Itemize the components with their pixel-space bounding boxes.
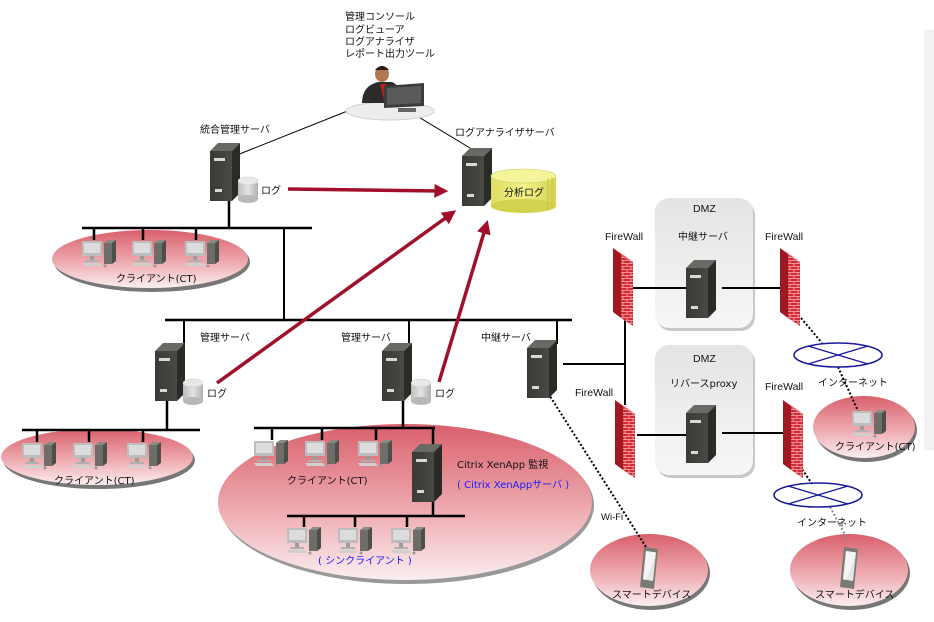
firewall-icon: [613, 248, 633, 326]
server-icon: [155, 343, 185, 401]
thin-client-icon: [338, 527, 372, 555]
firewall-1[interactable]: FireWall: [605, 231, 643, 326]
integrated-server-log-label: ログ: [261, 184, 281, 197]
integrated-management-server[interactable]: 統合管理サーバ ログ: [200, 123, 281, 204]
firewall-2-label: FireWall: [765, 231, 803, 243]
thin-client-icon: [287, 527, 321, 555]
citrix-server-sublabel: ( Citrix XenAppサーバ ): [457, 479, 569, 491]
mgmt-server-2-log-label: ログ: [435, 387, 455, 400]
relay-server-internal[interactable]: 中継サーバ: [481, 331, 557, 398]
log-database-icon: [237, 176, 259, 204]
internet-top-label: インターネット: [818, 377, 888, 389]
firewall-2[interactable]: FireWall: [765, 231, 803, 326]
wifi-label: Wi-Fi: [601, 512, 623, 523]
dmz-bottom-server-label: リバースproxy: [670, 378, 737, 390]
dmz-top-server-label: 中継サーバ: [678, 230, 728, 243]
client-pc-icon: [185, 240, 219, 268]
mgmt-server-1-label: 管理サーバ: [200, 331, 250, 344]
internet-bottom-label: インターネット: [797, 517, 867, 529]
analyzer-server-label: ログアナライザサーバ: [455, 126, 555, 139]
management-server-1[interactable]: 管理サーバ ログ: [155, 331, 250, 406]
dmz-bottom-label: DMZ: [693, 353, 716, 365]
internet-cloud-icon: [793, 342, 883, 368]
admin-console-line-1: 管理コンソール: [345, 10, 415, 23]
client-pc-icon: [127, 442, 161, 470]
client-pc-icon: [132, 240, 166, 268]
firewall-4[interactable]: FireWall: [765, 381, 803, 478]
citrix-server-icon: [412, 444, 442, 502]
client-pc-icon: [254, 440, 288, 468]
mgmt-server-1-log-label: ログ: [207, 387, 227, 400]
admin-console-line-3: ログアナライザ: [345, 35, 415, 48]
log-arrow-mgmt-1: [215, 210, 457, 385]
citrix-group[interactable]: クライアント(CT) Citrix XenApp 監視 ( Citrix Xen…: [254, 440, 569, 567]
log-arrow-mgmt-2: [437, 219, 491, 383]
analysis-log-label: 分析ログ: [504, 186, 544, 199]
citrix-client-label: クライアント(CT): [287, 475, 368, 487]
server-icon: [210, 143, 240, 201]
server-icon: [462, 148, 492, 206]
dmz-bottom[interactable]: DMZ リバースproxy: [670, 353, 737, 463]
client-pc-icon: [852, 410, 886, 438]
mgmt-server-2-label: 管理サーバ: [341, 331, 391, 344]
firewall-3-label: FireWall: [575, 387, 613, 399]
network-lines: [22, 107, 859, 548]
server-icon: [382, 343, 412, 401]
remote-client-label: クライアント(CT): [835, 441, 916, 453]
remote-client[interactable]: クライアント(CT): [835, 410, 916, 453]
client-pc-icon: [22, 442, 56, 470]
firewall-icon: [783, 400, 803, 478]
thin-client-label: ( シンクライアント ): [318, 555, 412, 567]
log-arrow-integrated: [287, 183, 449, 198]
smart-device-right[interactable]: スマートデバイス: [815, 547, 894, 601]
log-flow-arrows: [215, 183, 491, 385]
client-group-top[interactable]: クライアント(CT): [82, 240, 219, 285]
thin-client-icon: [391, 527, 425, 555]
dmz-top[interactable]: DMZ 中継サーバ: [678, 203, 728, 318]
admin-console-line-2: ログビューア: [345, 23, 405, 36]
relay-server-icon: [686, 260, 716, 318]
citrix-server-label: Citrix XenApp 監視: [457, 458, 548, 471]
analysis-log-database-icon: [490, 168, 557, 213]
admin-console[interactable]: 管理コンソール ログビューア ログアナライザ レポート出力ツール: [345, 10, 435, 121]
firewall-4-label: FireWall: [765, 381, 803, 393]
smart-device-left-label: スマートデバイス: [612, 588, 691, 601]
log-database-icon: [182, 378, 204, 406]
client-group-top-label: クライアント(CT): [116, 273, 197, 285]
reverse-proxy-icon: [686, 405, 716, 463]
relay-server-label: 中継サーバ: [481, 331, 531, 344]
operator-icon: [345, 66, 435, 121]
client-pc-icon: [82, 240, 116, 268]
client-pc-icon: [358, 440, 392, 468]
client-pc-icon: [73, 442, 107, 470]
log-database-icon: [410, 378, 432, 406]
management-server-2[interactable]: 管理サーバ ログ: [341, 331, 455, 406]
client-pc-icon: [305, 440, 339, 468]
smart-device-left[interactable]: スマートデバイス: [612, 547, 691, 601]
internet-bottom[interactable]: インターネット: [773, 482, 867, 529]
firewall-icon: [780, 248, 800, 326]
firewall-3[interactable]: FireWall: [575, 387, 635, 478]
client-group-left-label: クライアント(CT): [54, 475, 135, 487]
dmz-top-label: DMZ: [693, 203, 716, 215]
integrated-server-label: 統合管理サーバ: [200, 123, 270, 136]
admin-console-line-4: レポート出力ツール: [345, 47, 435, 60]
log-analyzer-server[interactable]: ログアナライザサーバ 分析ログ: [455, 126, 557, 213]
server-icon: [527, 340, 557, 398]
edge-strip: [924, 30, 934, 450]
firewall-icon: [615, 400, 635, 478]
internet-cloud-icon: [773, 482, 863, 508]
internet-top[interactable]: インターネット: [793, 342, 888, 389]
smart-device-right-label: スマートデバイス: [815, 588, 894, 601]
firewall-1-label: FireWall: [605, 231, 643, 243]
client-group-left[interactable]: クライアント(CT): [22, 442, 161, 487]
